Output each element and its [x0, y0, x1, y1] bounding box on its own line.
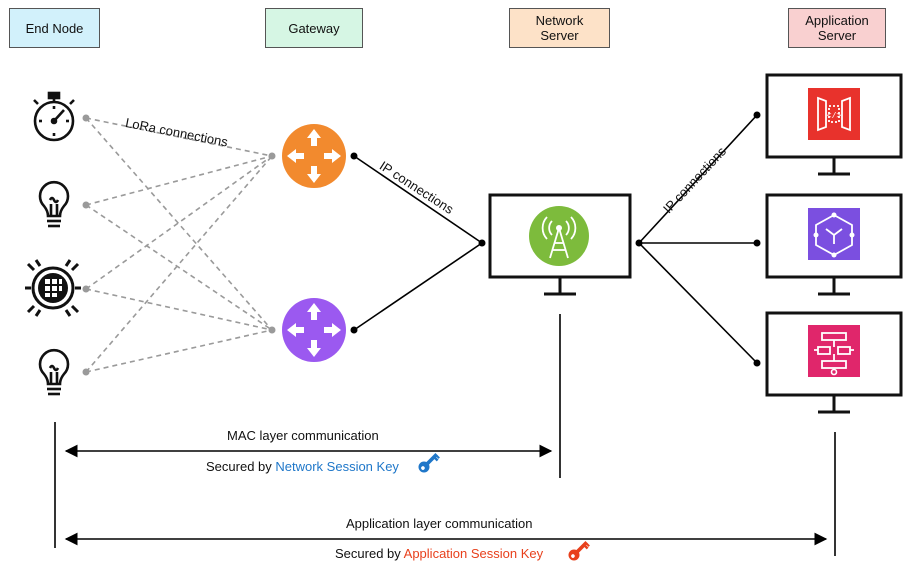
network-server-header: Network Server	[509, 8, 610, 48]
mac-secured-prefix: Secured by	[206, 459, 276, 474]
application-server-header-line2: Server	[817, 28, 857, 43]
mac-layer-secured-text: Secured by Network Session Key	[206, 459, 399, 474]
application-layer-title: Application layer communication	[346, 516, 533, 531]
gateway-router-icon	[282, 124, 346, 188]
lightbulb-icon	[38, 180, 70, 228]
application-layer-secured-text: Secured by Application Session Key	[335, 546, 543, 561]
iot-app-icon	[808, 208, 860, 260]
radio-tower-icon	[529, 206, 589, 266]
lora-connections	[85, 117, 273, 373]
ip-connections-left	[353, 155, 483, 331]
network-server-header-line2: Server	[540, 28, 579, 43]
application-server-header-line1: Application	[805, 13, 869, 28]
layer-boundary-lines	[54, 314, 836, 556]
application-server-header: Application Server	[788, 8, 886, 48]
network-server-header-line1: Network	[535, 13, 584, 28]
lightbulb-icon	[38, 348, 70, 396]
end-node-header-label: End Node	[25, 20, 84, 36]
api-gateway-icon: </>	[808, 88, 860, 140]
app-secured-prefix: Secured by	[335, 546, 404, 561]
key-icon	[568, 540, 590, 561]
network-session-key-label: Network Session Key	[275, 459, 399, 474]
gateway-header: Gateway	[265, 8, 363, 48]
step-functions-icon	[808, 325, 860, 377]
end-node-header: End Node	[9, 8, 100, 48]
sensor-chip-icon	[25, 259, 81, 317]
key-icon	[418, 452, 440, 473]
ip-connections-right	[638, 114, 758, 364]
svg-text:</>: </>	[827, 112, 842, 121]
gateway-router-icon	[282, 298, 346, 362]
stopwatch-icon	[33, 91, 75, 142]
application-session-key-label: Application Session Key	[403, 546, 544, 561]
gateway-header-label: Gateway	[288, 20, 340, 36]
mac-layer-title: MAC layer communication	[227, 428, 379, 443]
